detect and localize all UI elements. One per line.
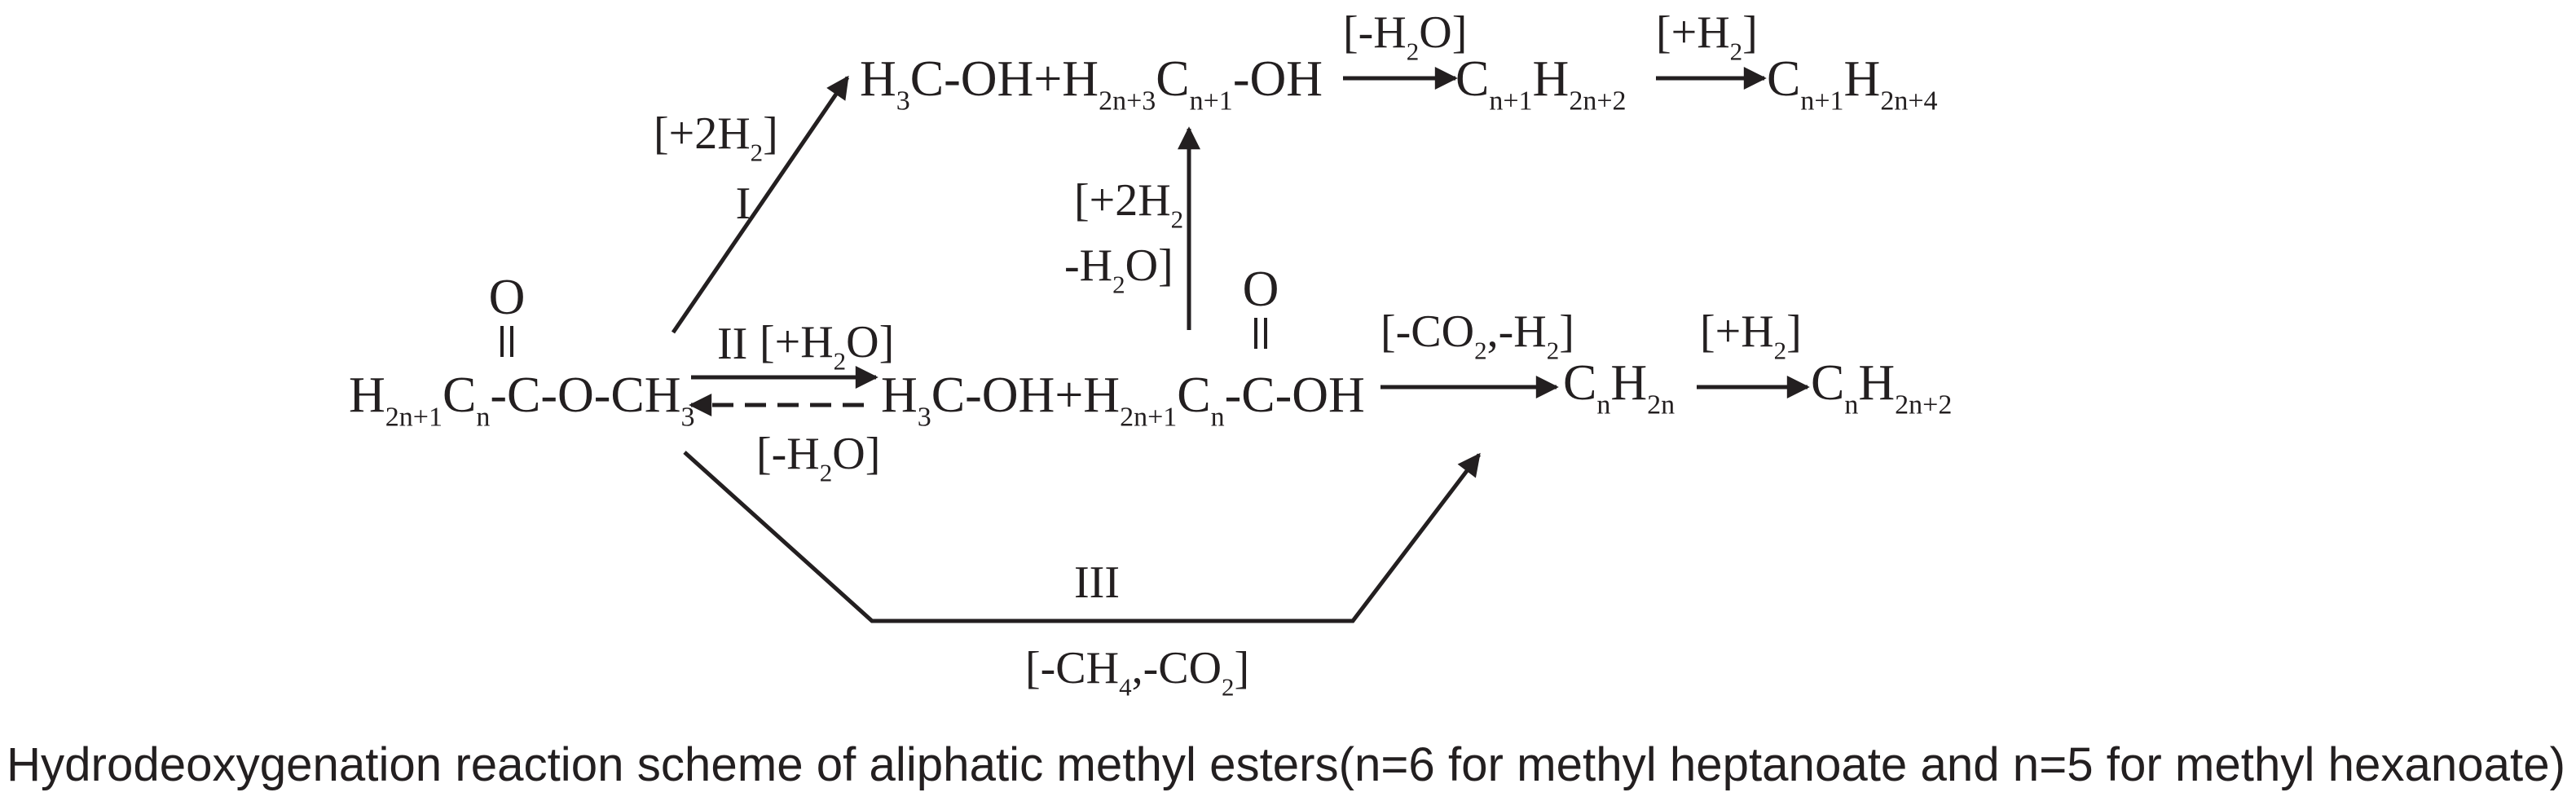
formula-segment: C-OH+H bbox=[910, 51, 1099, 107]
formula-segment: 2 bbox=[1171, 205, 1184, 234]
formula-segment: C bbox=[1455, 51, 1489, 107]
formula-segment: ,-CO bbox=[1132, 643, 1222, 693]
formula-segment: 2n+2 bbox=[1569, 86, 1626, 116]
formula-segment: 3 bbox=[918, 402, 931, 432]
formula-segment: 2n+3 bbox=[1099, 86, 1156, 116]
route-II-reverse-reagent: [-H2O] bbox=[756, 429, 880, 487]
formula-segment: H bbox=[1533, 51, 1570, 107]
formula-segment: 2n+1 bbox=[385, 402, 443, 432]
formula-segment: n bbox=[1211, 402, 1225, 432]
formula-segment: H bbox=[1844, 51, 1881, 107]
formula-segment: 2 bbox=[1547, 337, 1560, 365]
route-I-reagent: [+2H2] bbox=[654, 108, 778, 167]
formula-segment: C bbox=[1563, 355, 1596, 411]
formula-segment: 2n+1 bbox=[1120, 402, 1177, 432]
formula-segment: 2n+4 bbox=[1880, 86, 1937, 116]
formula-segment: H bbox=[1610, 355, 1647, 411]
route-III-reagent: [-CH4,-CO2] bbox=[1025, 643, 1249, 702]
formula-segment: [-H bbox=[1343, 7, 1407, 58]
formula-segment: [+H bbox=[1700, 306, 1774, 357]
alkene-cn: CnH2n bbox=[1563, 355, 1675, 420]
top-dehydration-reagent: [-H2O] bbox=[1343, 7, 1467, 66]
formula-segment: C bbox=[1156, 51, 1189, 107]
formula-segment: ] bbox=[1742, 7, 1758, 58]
formula-segment: 2n bbox=[1647, 390, 1675, 420]
formula-segment: C bbox=[1177, 368, 1210, 423]
formula-segment: [-CO bbox=[1380, 306, 1474, 357]
formula-segment: 2 bbox=[1774, 337, 1787, 365]
methanol-alcohol-products: H3C-OH+H2n+3Cn+1-OH bbox=[860, 51, 1323, 116]
route-I-label: I bbox=[736, 178, 751, 229]
formula-segment: O] bbox=[832, 429, 880, 479]
formula-segment: 2 bbox=[1730, 37, 1743, 66]
formula-segment: n bbox=[476, 402, 490, 432]
formula-segment: ,-H bbox=[1487, 306, 1547, 357]
acid-carbonyl-oxygen: O bbox=[1243, 262, 1279, 317]
formula-segment: [+2H bbox=[654, 108, 751, 159]
formula-segment: O] bbox=[1125, 240, 1174, 291]
figure-caption: Hydrodeoxygenation reaction scheme of al… bbox=[7, 738, 2565, 791]
formula-segment: n+1 bbox=[1190, 86, 1233, 116]
formula-segment: H bbox=[1858, 355, 1895, 411]
formula-segment: 2 bbox=[1222, 673, 1235, 702]
formula-segment: H bbox=[860, 51, 896, 107]
formula-segment: O] bbox=[1419, 7, 1467, 58]
formula-segment: -C-O-CH bbox=[490, 368, 680, 423]
formula-segment: 3 bbox=[896, 86, 910, 116]
formula-segment: [+H bbox=[760, 317, 834, 368]
formula-segment: -C-OH bbox=[1225, 368, 1365, 423]
formula-segment: H bbox=[349, 368, 385, 423]
route-III-label: III bbox=[1074, 557, 1120, 608]
formula-segment: C bbox=[443, 368, 476, 423]
formula-segment: 2 bbox=[751, 139, 764, 167]
route-III-arrow bbox=[683, 451, 1481, 623]
formula-segment: 2 bbox=[820, 459, 833, 487]
vertical-reagent-line2: -H2O] bbox=[1064, 240, 1174, 299]
formula-segment: C-OH+H bbox=[931, 368, 1120, 423]
alkene-cn1: Cn+1H2n+2 bbox=[1455, 51, 1627, 116]
formula-segment: 2 bbox=[834, 347, 847, 376]
formula-segment: C bbox=[1811, 355, 1844, 411]
formula-segment: -OH bbox=[1233, 51, 1323, 107]
ester-carbonyl-oxygen: O bbox=[489, 270, 526, 325]
formula-segment: 2 bbox=[1407, 37, 1420, 66]
formula-segment: n bbox=[1844, 390, 1858, 420]
formula-segment: n+1 bbox=[1800, 86, 1843, 116]
formula-segment: O] bbox=[846, 317, 894, 368]
formula-segment: ] bbox=[1559, 306, 1574, 357]
ester-molecule: H2n+1Cn-C-O-CH3 bbox=[349, 368, 695, 432]
top-hydrogenation-reagent: [+H2] bbox=[1656, 7, 1758, 66]
alkane-cn1: Cn+1H2n+4 bbox=[1767, 51, 1938, 116]
alkane-cn: CnH2n+2 bbox=[1811, 355, 1952, 420]
formula-segment: ] bbox=[763, 108, 778, 159]
decarboxylation-reagent: [-CO2,-H2] bbox=[1380, 306, 1574, 365]
formula-segment: ] bbox=[1786, 306, 1802, 357]
formula-segment: 2 bbox=[1112, 271, 1125, 299]
formula-segment: H bbox=[881, 368, 918, 423]
mid-hydrogenation-reagent: [+H2] bbox=[1700, 306, 1802, 365]
formula-segment: 2n+2 bbox=[1895, 390, 1952, 420]
formula-segment: [+H bbox=[1656, 7, 1730, 58]
formula-segment: [-H bbox=[756, 429, 820, 479]
formula-segment: ] bbox=[1235, 643, 1250, 693]
route-II-forward-reagent: [+H2O] bbox=[760, 317, 894, 376]
formula-segment: [+2H bbox=[1074, 175, 1171, 226]
formula-segment: n bbox=[1596, 390, 1610, 420]
formula-segment: 4 bbox=[1119, 673, 1132, 702]
formula-segment: C bbox=[1767, 51, 1800, 107]
route-I-arrow bbox=[671, 75, 850, 334]
vertical-reagent-line1: [+2H2 bbox=[1074, 175, 1183, 234]
methanol-acid-products: H3C-OH+H2n+1Cn-C-OH bbox=[881, 368, 1365, 432]
formula-segment: -H bbox=[1064, 240, 1112, 291]
formula-segment: 2 bbox=[1474, 337, 1487, 365]
route-II-label: II bbox=[717, 319, 747, 369]
formula-segment: n+1 bbox=[1489, 86, 1532, 116]
formula-segment: [-CH bbox=[1025, 643, 1119, 693]
